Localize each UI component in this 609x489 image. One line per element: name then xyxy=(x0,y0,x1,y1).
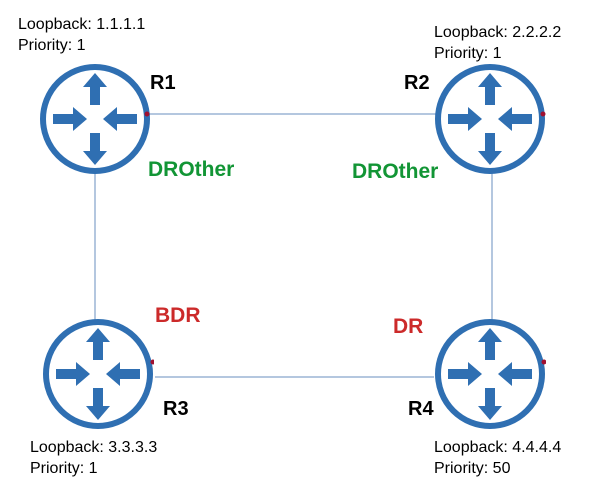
router-r4-info: Loopback: 4.4.4.4 Priority: 50 xyxy=(434,437,561,479)
router-r3-icon xyxy=(43,319,154,429)
router-r1-role: DROther xyxy=(148,158,235,181)
router-r3-name: R3 xyxy=(163,398,189,420)
router-r3-role: BDR xyxy=(155,304,201,327)
router-r1-name: R1 xyxy=(150,72,176,94)
router-r4-icon xyxy=(435,319,546,429)
router-r3-priority: Priority: 1 xyxy=(30,460,98,477)
router-r2-role: DROther xyxy=(352,160,439,183)
router-r1-loopback: Loopback: 1.1.1.1 xyxy=(18,16,146,33)
router-r2-info: Loopback: 2.2.2.2 Priority: 1 xyxy=(434,22,561,64)
router-r3-info: Loopback: 3.3.3.3 Priority: 1 xyxy=(30,437,157,479)
router-r4-priority: Priority: 50 xyxy=(434,460,511,477)
router-r2-priority: Priority: 1 xyxy=(434,45,502,62)
router-r2-name: R2 xyxy=(404,72,430,94)
router-r4-loopback: Loopback: 4.4.4.4 xyxy=(434,439,562,456)
router-r1-icon xyxy=(40,64,150,174)
router-r1-priority: Priority: 1 xyxy=(18,37,86,54)
router-r4-role: DR xyxy=(393,315,424,338)
router-r4-name: R4 xyxy=(408,398,434,420)
router-r2-loopback: Loopback: 2.2.2.2 xyxy=(434,24,562,41)
router-r1-info: Loopback: 1.1.1.1 Priority: 1 xyxy=(18,14,145,56)
router-r2-icon xyxy=(435,64,546,174)
router-r3-loopback: Loopback: 3.3.3.3 xyxy=(30,439,158,456)
